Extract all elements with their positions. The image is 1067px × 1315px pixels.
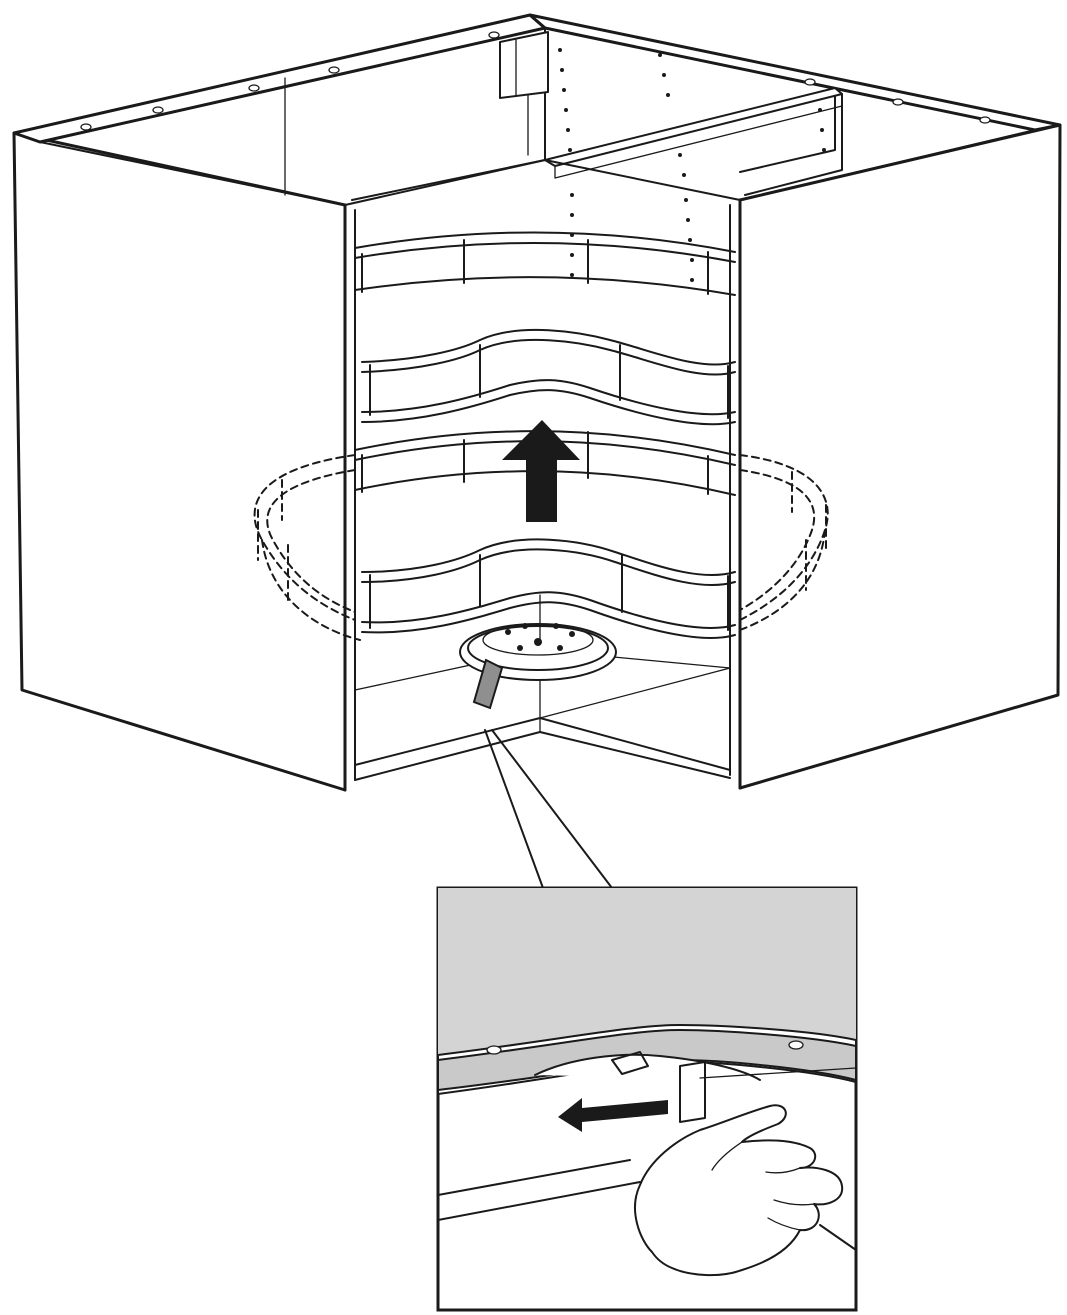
hand-thumb-line <box>711 1141 743 1171</box>
cabinet-right-panel <box>738 123 1062 790</box>
detail-floor-edge-2 <box>438 1181 641 1221</box>
hand-finger-line-2 <box>773 1199 815 1206</box>
turntable-plate <box>482 624 594 656</box>
detail-turntable-tab <box>611 1051 649 1075</box>
cabinet-right-inner-wall <box>744 93 843 196</box>
arrow-left-icon <box>558 1098 668 1132</box>
detail-latch-line <box>699 1067 856 1079</box>
detail-inset <box>436 886 858 1312</box>
upper-shelf-rail-top-2 <box>361 338 736 376</box>
turntable-holes <box>505 623 575 651</box>
detail-latch <box>679 1061 706 1123</box>
hand-finger-line-3 <box>767 1217 801 1231</box>
cabinet-back-wall-right <box>544 27 836 173</box>
top-rail-posts <box>361 239 709 295</box>
system-holes <box>558 48 826 282</box>
lower-front-rail <box>361 538 736 576</box>
upper-shelf-posts <box>369 344 729 419</box>
rim-edge-right <box>739 129 1036 201</box>
turntable-base <box>459 594 617 710</box>
cabinet-left-panel <box>12 131 347 792</box>
divider-edge <box>554 105 843 179</box>
hand-icon <box>634 1104 844 1277</box>
lower-front-rim <box>361 591 736 629</box>
corner-cabinet <box>12 13 1062 792</box>
carousel-shelf-top <box>354 231 736 296</box>
detail-callout-lines <box>484 729 613 889</box>
lower-front-posts <box>369 554 729 631</box>
upper-shelf-rim <box>361 379 736 416</box>
floor-right-line <box>539 667 731 719</box>
cabinet-top-rim-left <box>12 13 547 144</box>
upper-shelf-rail-top <box>361 328 736 366</box>
lower-front-rim-2 <box>361 601 736 639</box>
hand-finger-line-1 <box>765 1167 801 1174</box>
detail-hole-right <box>788 1040 804 1050</box>
cabinet-floor <box>354 717 731 771</box>
detail-shelf-underside <box>438 888 856 1055</box>
detail-floor-edge-right <box>819 1224 856 1251</box>
cabinet-divider <box>544 87 843 167</box>
rotation-path-dashed <box>253 454 829 641</box>
lower-back-posts <box>361 431 709 495</box>
cabinet-floor-edge <box>354 731 731 781</box>
rim-edge-left <box>39 141 346 206</box>
rim-holes <box>80 31 991 131</box>
opening-top-edge <box>344 159 741 206</box>
cabinet-hinge-bracket <box>499 31 549 99</box>
arrow-up-icon <box>502 420 580 522</box>
cabinet-top-rim-right <box>528 13 1062 132</box>
turntable-tab <box>472 658 504 710</box>
upper-shelf-rim-2 <box>361 389 736 426</box>
top-rail-upper-2 <box>354 241 736 263</box>
top-rail-lower <box>354 276 736 296</box>
detail-hole-left <box>486 1045 502 1055</box>
carousel-shelf-upper <box>361 328 736 426</box>
detail-floor-edge <box>438 1159 631 1196</box>
lower-front-rail-2 <box>361 548 736 586</box>
top-rail-upper <box>354 231 736 253</box>
